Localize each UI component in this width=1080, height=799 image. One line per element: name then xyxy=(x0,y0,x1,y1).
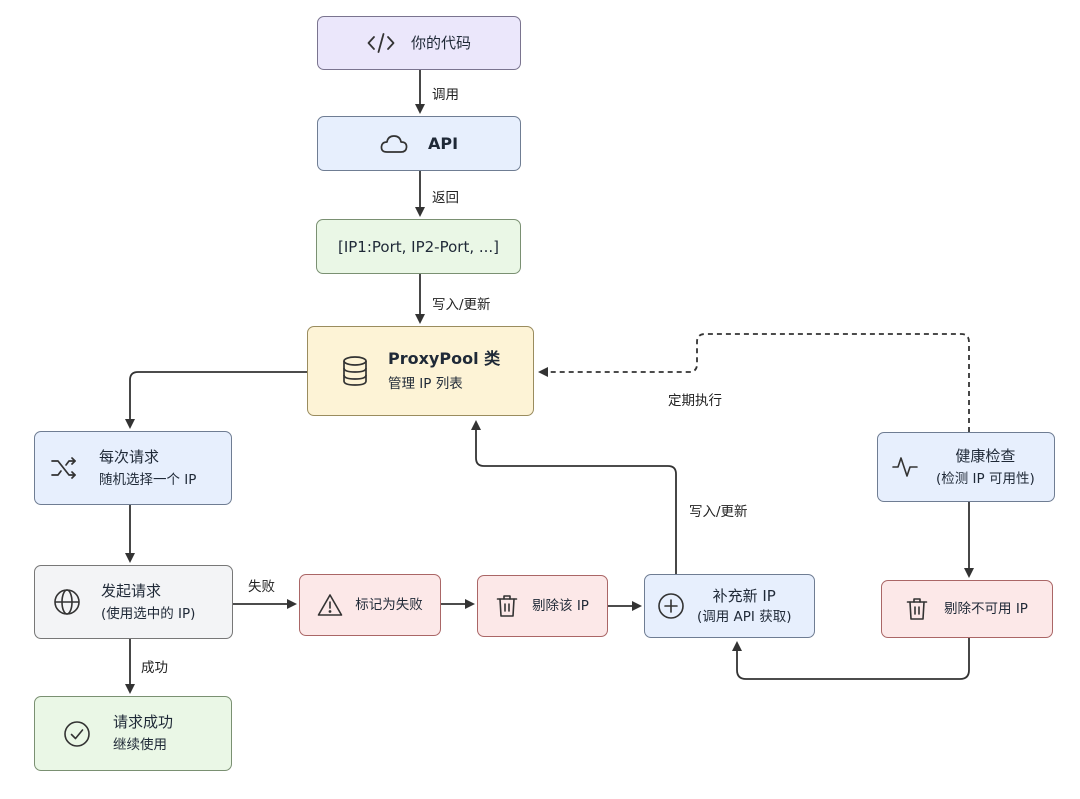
node-label: 剔除不可用 IP xyxy=(944,600,1028,617)
node-title: 补充新 IP xyxy=(712,586,776,605)
edge-remove-bad-to-replenish xyxy=(732,638,970,680)
node-ip-list: [IP1:Port, IP2-Port, ...] xyxy=(316,219,521,274)
node-request-success: 请求成功 继续使用 xyxy=(34,696,232,771)
node-each-request: 每次请求 随机选择一个 IP xyxy=(34,431,232,505)
node-subtitle: 管理 IP 列表 xyxy=(388,375,463,392)
node-label: 剔除该 IP xyxy=(532,597,589,614)
node-your-code: 你的代码 xyxy=(317,16,521,70)
node-subtitle: (检测 IP 可用性) xyxy=(936,470,1035,487)
globe-icon xyxy=(53,588,81,616)
edge-label-fail: 失败 xyxy=(248,579,275,595)
check-circle-icon xyxy=(63,720,91,748)
shuffle-icon xyxy=(51,457,77,479)
node-subtitle: 随机选择一个 IP xyxy=(99,471,197,488)
cloud-icon xyxy=(380,134,408,154)
plus-circle-icon xyxy=(657,592,685,620)
edge-replenish-to-proxypool xyxy=(471,420,677,574)
trash-icon xyxy=(496,594,518,618)
node-remove-ip: 剔除该 IP xyxy=(477,575,608,637)
node-mark-failed: 标记为失败 xyxy=(299,574,441,636)
node-title: 每次请求 xyxy=(99,447,160,466)
node-title: 健康检查 xyxy=(955,446,1016,465)
edge-label-return: 返回 xyxy=(432,190,459,206)
edge-proxypool-to-each-request xyxy=(125,371,307,429)
code-brackets-icon xyxy=(367,32,395,54)
trash-icon xyxy=(906,597,928,621)
node-label: [IP1:Port, IP2-Port, ...] xyxy=(337,237,500,256)
node-label: API xyxy=(427,133,459,153)
edge-label-write-update: 写入/更新 xyxy=(432,297,491,313)
node-subtitle: 继续使用 xyxy=(113,737,167,753)
edge-label-write-update-2: 写入/更新 xyxy=(689,504,748,520)
warning-triangle-icon xyxy=(317,593,343,617)
node-replenish-ip: 补充新 IP (调用 API 获取) xyxy=(644,574,815,638)
edge-label-scheduled: 定期执行 xyxy=(668,393,722,409)
database-icon xyxy=(342,356,368,386)
node-subtitle: (调用 API 获取) xyxy=(697,608,792,625)
heartbeat-icon xyxy=(892,455,918,479)
edge-label-call: 调用 xyxy=(432,87,459,103)
node-api: API xyxy=(317,116,521,171)
node-remove-unavailable-ip: 剔除不可用 IP xyxy=(881,580,1053,638)
node-label: 你的代码 xyxy=(410,34,471,52)
node-title: 发起请求 xyxy=(101,581,162,600)
node-label: 标记为失败 xyxy=(355,596,423,613)
node-subtitle: (使用选中的 IP) xyxy=(101,605,196,622)
node-send-request: 发起请求 (使用选中的 IP) xyxy=(34,565,233,639)
node-title: ProxyPool 类 xyxy=(388,348,501,368)
edge-health-to-proxypool-dashed xyxy=(538,333,970,432)
node-health-check: 健康检查 (检测 IP 可用性) xyxy=(877,432,1055,502)
node-proxypool: ProxyPool 类 管理 IP 列表 xyxy=(307,326,534,416)
node-title: 请求成功 xyxy=(113,713,174,731)
edge-label-success: 成功 xyxy=(141,660,168,676)
